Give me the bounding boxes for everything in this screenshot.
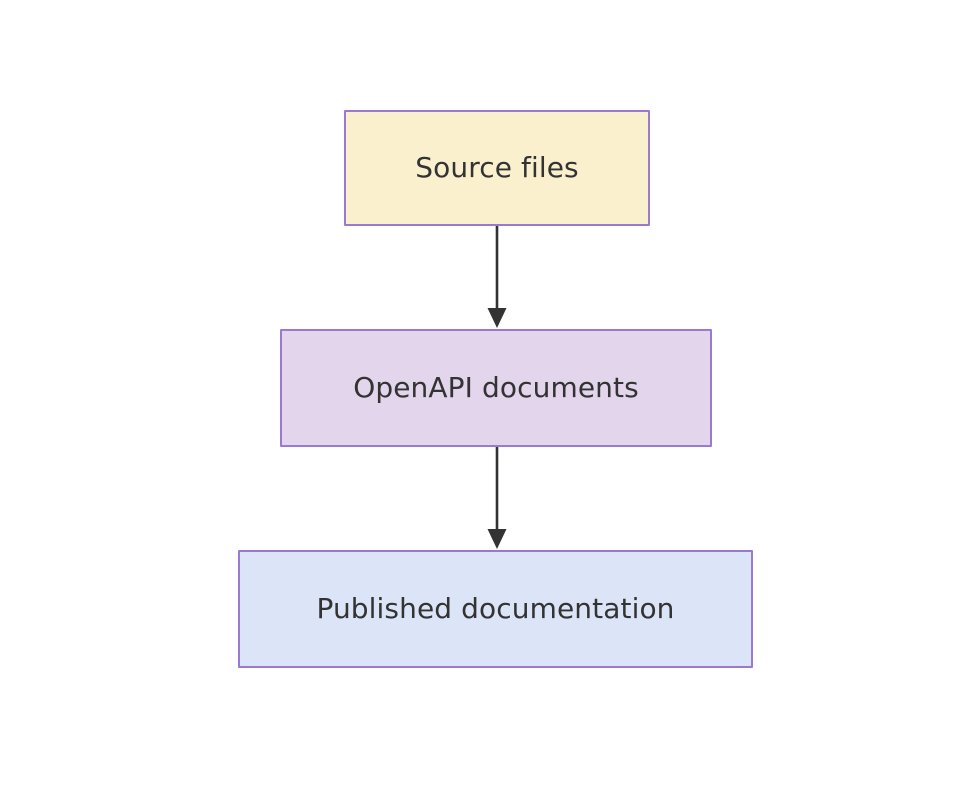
flow-node-label: Source files <box>415 150 579 184</box>
edge-openapi-to-published <box>487 447 507 549</box>
flow-node-source-files[interactable]: Source files <box>344 110 650 226</box>
flow-node-published-documentation[interactable]: Published documentation <box>238 550 753 668</box>
flow-node-label: OpenAPI documents <box>353 370 639 404</box>
edge-source-to-openapi <box>487 226 507 328</box>
flow-node-label: Published documentation <box>316 591 675 625</box>
flow-node-openapi-documents[interactable]: OpenAPI documents <box>280 329 712 447</box>
